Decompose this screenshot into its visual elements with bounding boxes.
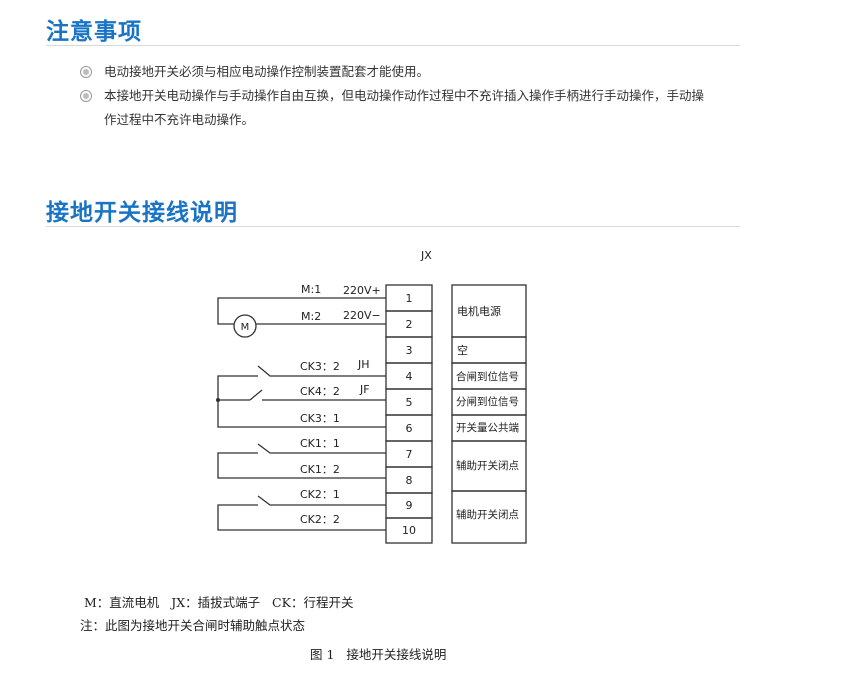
switch-ck4-icon	[249, 389, 263, 401]
wire-label: M:1	[301, 283, 321, 296]
wire-label: CK2：2	[300, 513, 340, 526]
note-item-2: 本接地开关电动操作与手动操作自由互换，但电动操作动作过程中不充许插入操作手柄进行…	[104, 88, 705, 127]
wire-label: JH	[357, 358, 370, 371]
diagram-footnote: 注：此图为接地开关合闸时辅助触点状态	[80, 618, 306, 633]
wire-ck1-2	[217, 452, 386, 479]
terminal-number: 4	[406, 370, 413, 383]
function-label: 辅助开关闭点	[456, 508, 519, 521]
motor-icon	[233, 314, 257, 338]
wire-label: JF	[359, 383, 370, 396]
wire-label: CK1：2	[300, 463, 340, 476]
bullet-icon	[80, 66, 92, 78]
section-divider	[46, 226, 740, 227]
section-divider	[46, 45, 740, 46]
wire-label: CK4：2	[300, 385, 340, 398]
wire-label: CK1：1	[300, 437, 340, 450]
terminal-number: 3	[406, 344, 413, 357]
wire-label: M:2	[301, 310, 321, 323]
figure-caption: 图 1 接地开关接线说明	[310, 647, 447, 662]
terminal-number: 6	[406, 422, 413, 435]
wire-label: 220V−	[343, 309, 381, 322]
bullet-icon	[80, 90, 92, 102]
wire-label: 220V+	[343, 284, 381, 297]
terminal-number: 5	[406, 396, 413, 409]
section-title-wiring: 接地开关接线说明	[46, 200, 238, 226]
diagram-legend: M：直流电机 JX：插拔式端子 CK：行程开关	[84, 595, 354, 610]
function-cell	[451, 490, 527, 544]
terminal-number: 7	[406, 448, 413, 461]
wire-label: CK3：1	[300, 412, 340, 425]
function-label: 分闸到位信号	[456, 395, 519, 408]
motor-label: M	[241, 322, 250, 333]
terminal-number: 1	[406, 292, 413, 305]
terminal-number: 2	[406, 318, 413, 331]
terminal-number: 10	[402, 524, 416, 537]
section-title-notes: 注意事项	[46, 19, 142, 45]
note-item-1: 电动接地开关必须与相应电动操作控制装置配套才能使用。	[104, 64, 430, 79]
wire-ck2-1	[257, 495, 386, 506]
wire-ck1-1	[257, 443, 386, 454]
function-label: 空	[457, 343, 468, 357]
wire-ck2-2	[217, 504, 386, 531]
function-label: 辅助开关闭点	[456, 459, 519, 472]
function-label: 合闸到位信号	[456, 370, 519, 383]
wire-label: CK3：2	[300, 360, 340, 373]
wire-label: CK2：1	[300, 488, 340, 501]
wire-ck3-2	[257, 365, 386, 377]
function-label: 电机电源	[457, 304, 501, 318]
terminal-number: 8	[406, 474, 413, 487]
terminal-number: 9	[406, 499, 413, 512]
terminal-block-label: JX	[420, 249, 432, 262]
wire-motor-1	[217, 297, 386, 325]
function-label: 开关量公共端	[456, 421, 519, 434]
junction-dot	[216, 398, 220, 402]
